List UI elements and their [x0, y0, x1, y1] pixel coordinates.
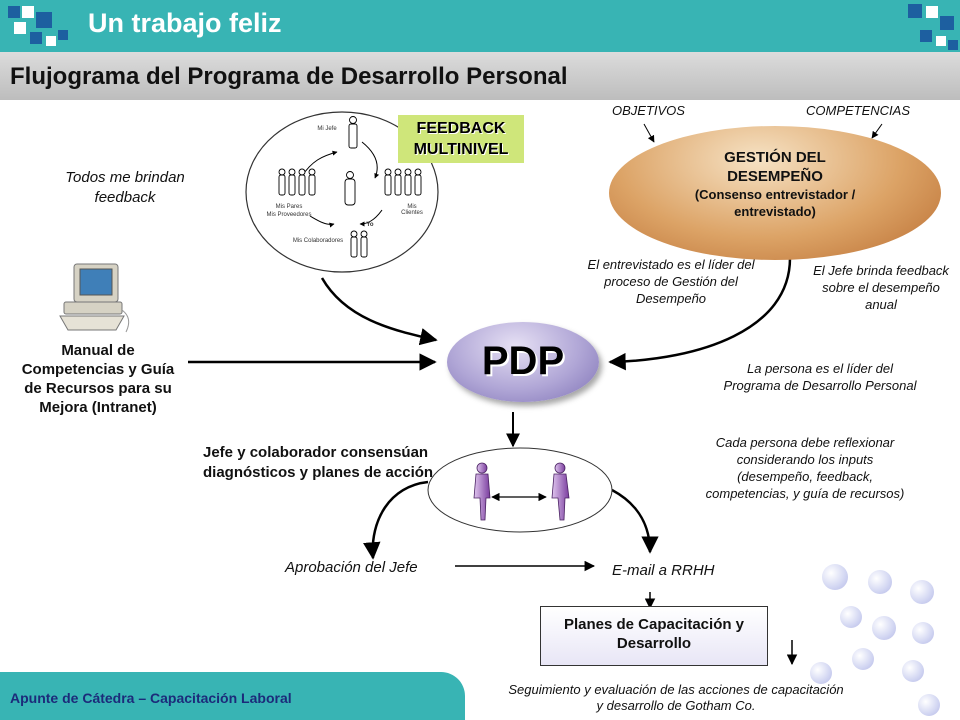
pdp-ellipse: [447, 322, 599, 402]
computer-icon: [59, 263, 130, 333]
footer-text: Apunte de Cátedra – Capacitación Laboral: [10, 690, 292, 706]
footer-band: [0, 672, 465, 720]
gestion-title: GESTIÓN DEL DESEMPEÑO: [724, 149, 826, 185]
arrow-gestion-to-pdp: [608, 257, 792, 371]
page-title: Flujograma del Programa de Desarrollo Pe…: [10, 63, 568, 90]
arrow-competencias: [871, 123, 883, 139]
arrow-to-aprobacion: [363, 480, 429, 560]
seguimiento-text: Seguimiento y evaluación de las acciones…: [508, 682, 844, 713]
note-jefe-feedback: El Jefe brinda feedback sobre el desempe…: [813, 263, 949, 312]
label-mis-proveedores: Mis Proveedores: [266, 212, 312, 218]
label-mis-clientes: Mis Clientes: [401, 204, 423, 216]
arrow-to-email: [611, 488, 659, 554]
label-mi-jefe: Mi Jefe: [317, 126, 337, 132]
note-entrevistado: El entrevistado es el líder del proceso …: [587, 257, 755, 306]
top-title: Un trabajo feliz: [88, 8, 282, 38]
caption-todos-feedback: Todos me brindan feedback: [65, 169, 185, 206]
jefe-colaborador-figures: [473, 462, 570, 521]
title-band: [0, 52, 960, 100]
pdp-label: PDP: [481, 339, 565, 383]
feedback-multinivel-box: FEEDBACK MULTINIVEL: [398, 115, 524, 163]
gestion-desempeno-ellipse: GESTIÓN DEL DESEMPEÑO (Consenso entrevis…: [609, 126, 941, 260]
consenso-ellipse: [427, 447, 613, 533]
email-rrhh: E-mail a RRHH: [612, 562, 715, 579]
label-yo: Yo: [366, 222, 374, 228]
label-competencias: COMPETENCIAS: [806, 103, 911, 118]
arrow-circle-to-pdp: [320, 277, 438, 346]
feedback-circle-diagram: [245, 111, 439, 273]
label-mis-colaboradores: Mis Colaboradores: [292, 238, 344, 244]
consenso-text: Jefe y colaborador consensúan diagnóstic…: [203, 444, 434, 481]
label-objetivos: OBJETIVOS: [612, 103, 685, 118]
gestion-subtitle: (Consenso entrevistador / entrevistado): [694, 187, 856, 219]
note-reflexion: Cada persona debe reflexionar consideran…: [705, 435, 905, 501]
header-bar: [0, 0, 960, 52]
manual-competencias: Manual de Competencias y Guía de Recurso…: [21, 342, 175, 416]
note-persona-lider: La persona es el líder del Programa de D…: [723, 361, 917, 393]
planes-capacitacion-box: Planes de Capacitación y Desarrollo: [540, 606, 768, 666]
aprobacion-jefe: Aprobación del Jefe: [285, 559, 418, 576]
arrow-objetivos: [643, 123, 655, 143]
label-mis-pares: Mis Pares: [275, 204, 303, 210]
